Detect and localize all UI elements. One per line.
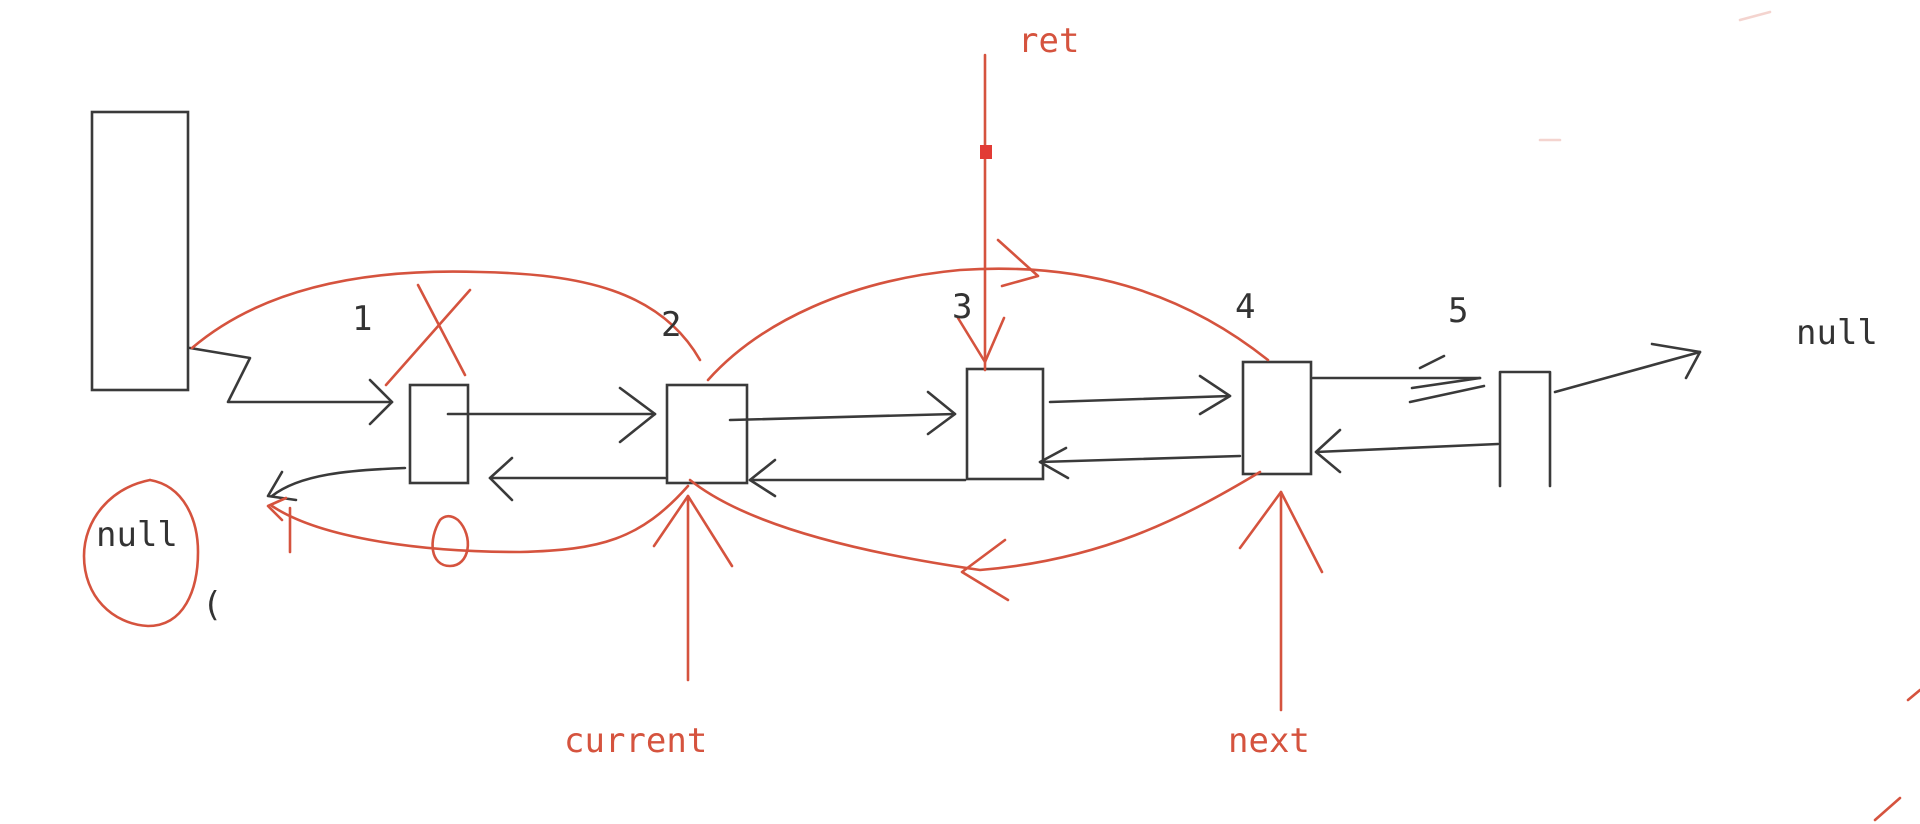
node-5-box: [1498, 370, 1552, 488]
node-2-label: 2: [661, 305, 681, 345]
node2-to-node1-back-arrowhead: [488, 456, 514, 502]
node-4-box: [1241, 360, 1313, 476]
next-label: next: [1228, 721, 1310, 761]
left-null-label: null: [96, 515, 178, 555]
node1-cross-out: [384, 283, 472, 387]
node-2-box: [665, 383, 749, 485]
node2-to-null-red-arrowhead: [266, 496, 292, 554]
null-circle: [82, 478, 200, 628]
head-to-node1-arrow: [188, 346, 394, 404]
node-5-label: 5: [1448, 291, 1468, 331]
node5-to-null-arrowhead: [1650, 342, 1702, 380]
node-3-label: 3: [952, 287, 972, 327]
node4-to-node3-back-arrowhead: [1038, 446, 1070, 480]
node2-to-node3-arrow: [728, 412, 957, 422]
node2-to-node4-red-arrowhead: [996, 238, 1040, 288]
node4-to-node2-red-arc: [688, 470, 1262, 572]
ret-pointer-arrowhead: [956, 316, 1006, 364]
node5-to-null-arrow: [1553, 350, 1702, 394]
node3-to-node4-arrowhead: [1198, 374, 1232, 416]
node-3-box: [965, 367, 1045, 481]
node-1-box: [408, 383, 470, 485]
right-null-label: null: [1796, 313, 1878, 353]
next-pointer-arrowhead: [1238, 490, 1324, 574]
node4-to-node5-arrowhead: [1408, 354, 1486, 404]
node3-to-node4-arrow: [1048, 394, 1232, 404]
node5-to-node4-back-arrow: [1314, 442, 1500, 454]
head-to-node2-red-arc: [190, 270, 702, 362]
faint-red-marks: [1538, 10, 1772, 142]
node2-to-node4-red-arc: [706, 267, 1270, 382]
node2-to-node3-arrowhead: [926, 390, 957, 436]
node3-to-node2-back-arrowhead: [748, 458, 777, 498]
ret-label: ret: [1018, 21, 1079, 61]
ret-pointer-marker: [980, 145, 992, 159]
node5-to-node4-back-arrowhead: [1314, 428, 1342, 474]
red-scribble-loop: [431, 514, 470, 568]
node2-to-null-red-arc: [270, 484, 690, 554]
node-1-label: 1: [352, 299, 372, 339]
node1-to-null-back-arrow: [270, 466, 407, 498]
node1-to-node2-arrowhead: [618, 386, 657, 444]
stray-mark: (: [202, 585, 222, 625]
node4-to-node3-back-arrow: [1038, 454, 1242, 464]
head-to-node1-arrowhead: [368, 378, 394, 426]
node4-to-node2-red-arrowhead: [960, 538, 1010, 602]
current-label: current: [564, 721, 707, 761]
node-4-label: 4: [1235, 287, 1255, 327]
current-pointer-arrowhead: [652, 494, 734, 568]
head-block: [90, 110, 190, 392]
edge-artifact: [1873, 688, 1920, 822]
